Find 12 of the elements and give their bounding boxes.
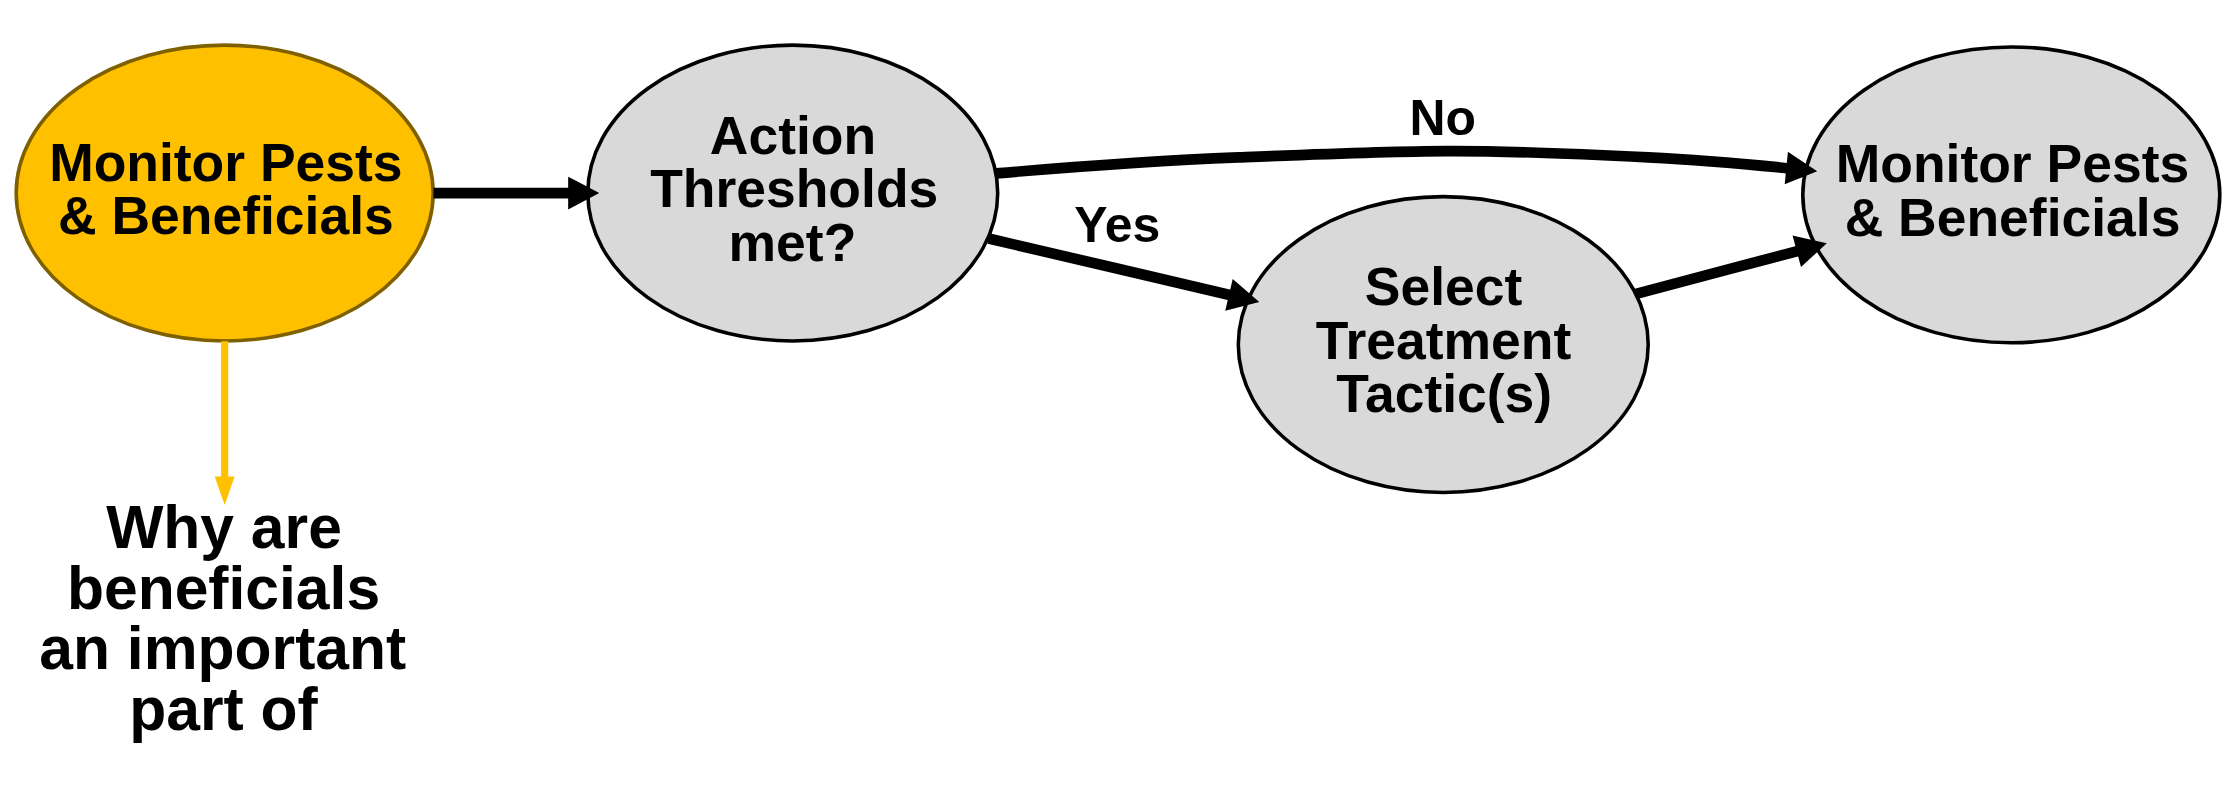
arrow — [433, 176, 600, 209]
node-ellipse: Monitor Pests & Beneficials — [1801, 44, 2222, 345]
node-ellipse: Select Treatment Tactic(s) — [1236, 194, 1650, 494]
arrow — [214, 340, 235, 505]
edge-label: Yes — [1074, 196, 1161, 253]
arrow — [987, 232, 1260, 311]
edge-label: No — [1409, 89, 1476, 146]
node-ellipse: Action Thresholds met? — [586, 42, 1000, 343]
node-text: Why are beneficials an important part of — [39, 492, 407, 743]
arrow — [1634, 234, 1827, 299]
arrow — [995, 145, 1818, 184]
node-ellipse: Monitor Pests & Beneficials — [14, 42, 435, 343]
